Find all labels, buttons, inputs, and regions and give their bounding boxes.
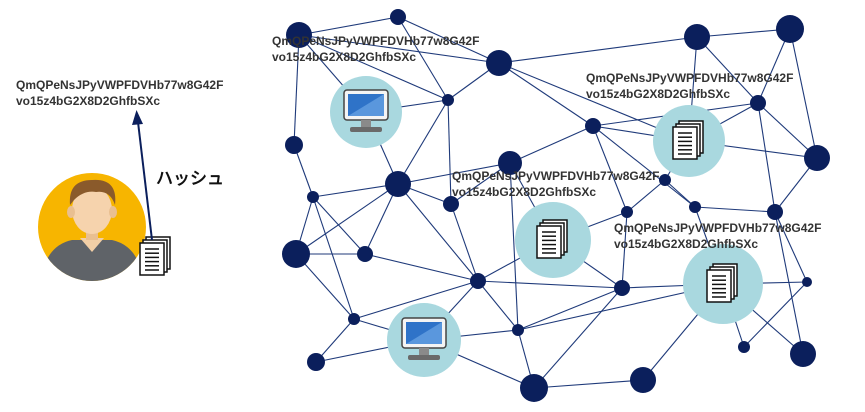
network-edge bbox=[621, 211, 628, 289]
network-edge bbox=[498, 62, 594, 127]
host-nodes bbox=[330, 76, 763, 377]
network-node bbox=[630, 367, 656, 393]
network-node bbox=[767, 204, 783, 220]
file-host-node bbox=[653, 105, 725, 177]
network-node bbox=[498, 151, 522, 175]
network-edge bbox=[696, 36, 759, 104]
network-node bbox=[621, 206, 633, 218]
network-edge bbox=[312, 196, 355, 320]
document-stack-icon bbox=[706, 263, 738, 303]
hash-caption: ハッシュ bbox=[156, 169, 224, 188]
node-label-4: QmQPeNsJPyVWPFDVHb77w8G42F vo15z4bG2X8D2… bbox=[614, 221, 822, 251]
network-nodes bbox=[282, 9, 830, 402]
network-edge bbox=[477, 280, 623, 289]
network-edge bbox=[664, 179, 696, 208]
network-edge bbox=[626, 179, 666, 213]
network-node bbox=[442, 94, 454, 106]
document-stack-icon bbox=[536, 219, 568, 259]
network-edge bbox=[295, 183, 399, 255]
node-label-3: QmQPeNsJPyVWPFDVHb77w8G42F vo15z4bG2X8D2… bbox=[452, 169, 660, 199]
network-edge bbox=[293, 144, 314, 198]
user-file-icon bbox=[139, 236, 171, 276]
network-edge bbox=[743, 281, 808, 348]
network-edge bbox=[293, 34, 300, 146]
network-node bbox=[684, 24, 710, 50]
network-edge bbox=[397, 183, 479, 282]
network-edge bbox=[295, 253, 355, 320]
network-edge bbox=[694, 206, 776, 213]
network-node bbox=[659, 174, 671, 186]
network-node bbox=[689, 201, 701, 213]
network-edge bbox=[312, 196, 366, 255]
network-edge bbox=[774, 211, 804, 355]
node-label-1: QmQPeNsJPyVWPFDVHb77w8G42F vo15z4bG2X8D2… bbox=[272, 34, 480, 64]
network-node bbox=[307, 191, 319, 203]
network-node bbox=[738, 341, 750, 353]
network-edge bbox=[757, 102, 818, 159]
network-node bbox=[520, 374, 548, 402]
node-label-2: QmQPeNsJPyVWPFDVHb77w8G42F vo15z4bG2X8D2… bbox=[586, 71, 794, 101]
network-node bbox=[486, 50, 512, 76]
network-node bbox=[357, 246, 373, 262]
network-node bbox=[804, 145, 830, 171]
network-edge bbox=[447, 99, 452, 205]
network-edge bbox=[498, 36, 698, 64]
network-edge bbox=[397, 162, 511, 185]
network-edge bbox=[364, 253, 479, 282]
user-hash-label: QmQPeNsJPyVWPFDVHb77w8G42F vo15z4bG2X8D2… bbox=[16, 78, 224, 108]
network-edge bbox=[397, 16, 500, 64]
computer-host-node bbox=[387, 303, 461, 377]
network-edge bbox=[298, 34, 500, 64]
network-edge bbox=[312, 183, 399, 198]
network-edge bbox=[789, 28, 818, 159]
network-edge bbox=[517, 287, 623, 331]
network-edge bbox=[533, 379, 644, 389]
file-host-node bbox=[515, 202, 591, 278]
file-host-node bbox=[683, 244, 763, 324]
network-edge bbox=[397, 16, 449, 101]
network-node bbox=[385, 171, 411, 197]
computer-monitor-icon bbox=[401, 317, 447, 360]
network-node bbox=[285, 136, 303, 154]
network-node bbox=[512, 324, 524, 336]
network-edge bbox=[298, 16, 399, 36]
user-group bbox=[38, 110, 171, 281]
network-edge bbox=[592, 125, 628, 213]
network-node bbox=[282, 240, 310, 268]
network-edge bbox=[757, 102, 776, 213]
network-node bbox=[470, 273, 486, 289]
network-edge bbox=[298, 34, 449, 101]
computer-host-node bbox=[330, 76, 402, 148]
network-node bbox=[614, 280, 630, 296]
network-node bbox=[776, 15, 804, 43]
network-node bbox=[750, 95, 766, 111]
network-edge bbox=[509, 125, 594, 164]
network-node bbox=[585, 118, 601, 134]
network-node bbox=[307, 353, 325, 371]
network-node bbox=[443, 196, 459, 212]
network-node bbox=[286, 22, 312, 48]
network-edge bbox=[450, 203, 479, 282]
network-edge bbox=[353, 280, 479, 320]
network-node bbox=[390, 9, 406, 25]
network-edge bbox=[315, 318, 355, 363]
network-edge bbox=[397, 99, 449, 185]
network-node bbox=[348, 313, 360, 325]
hash-arrow bbox=[132, 110, 153, 241]
document-stack-icon bbox=[672, 120, 704, 160]
user-avatar-icon bbox=[38, 173, 146, 281]
network-node bbox=[802, 277, 812, 287]
computer-monitor-icon bbox=[343, 89, 389, 132]
network-edge bbox=[509, 162, 519, 331]
network-node bbox=[790, 341, 816, 367]
network-edge bbox=[696, 28, 791, 38]
network-edge bbox=[477, 280, 519, 331]
network-edge bbox=[592, 125, 696, 208]
network-edge bbox=[774, 211, 808, 283]
network-edge bbox=[533, 287, 623, 389]
